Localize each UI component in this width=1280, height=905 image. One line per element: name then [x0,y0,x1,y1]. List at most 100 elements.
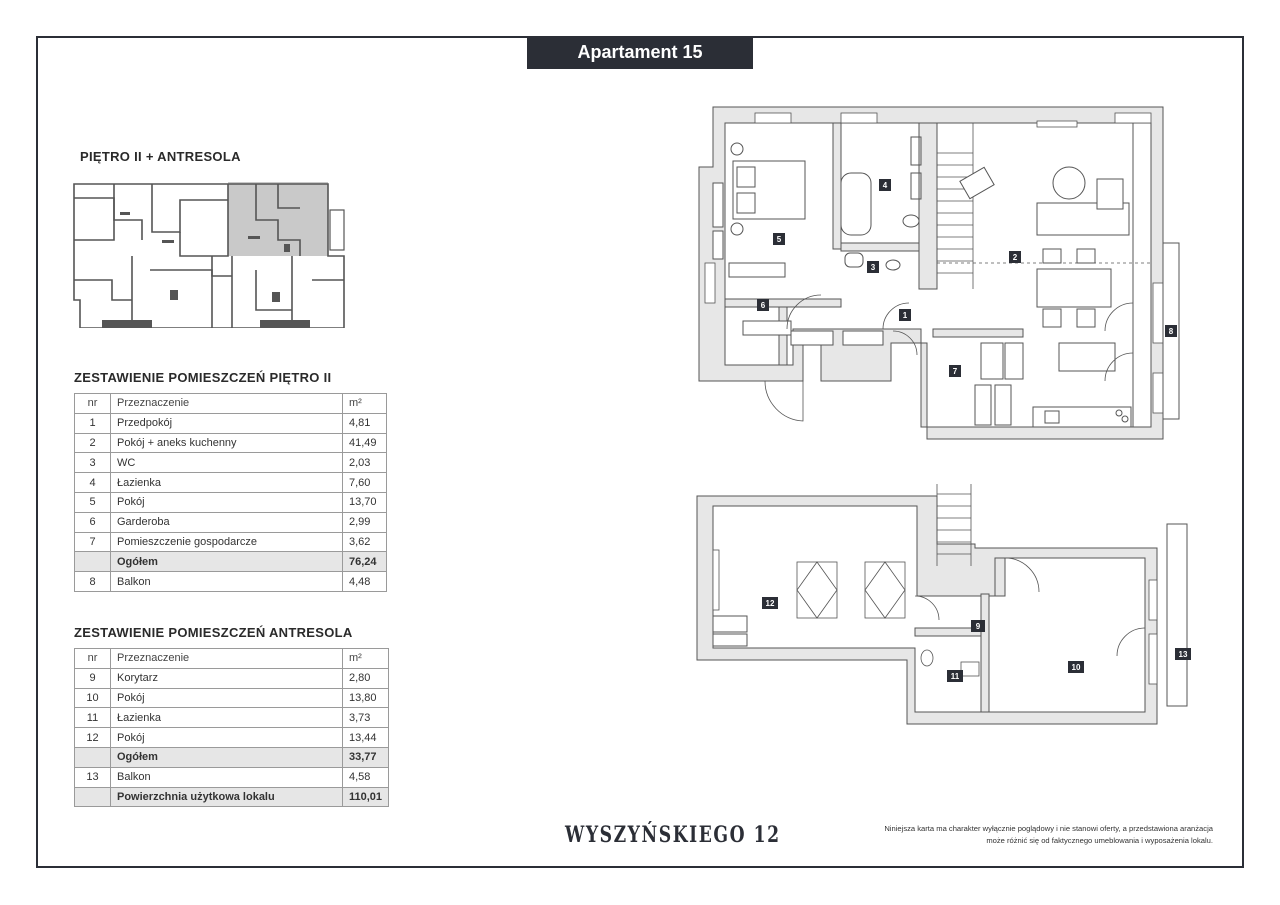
room-label-3: 3 [871,263,876,272]
table-header: nr Przeznaczenie m² [74,648,390,669]
row-area: 2,80 [341,667,390,689]
row-nr: 11 [74,707,111,729]
total-label: Ogółem [110,551,343,573]
row-name: Łazienka [110,707,343,729]
room-label-12: 12 [766,599,775,608]
room-label-9: 9 [976,622,981,631]
section-title-floor2: ZESTAWIENIE POMIESZCZEŃ PIĘTRO II [74,370,332,385]
floor-label: PIĘTRO II + ANTRESOLA [80,149,241,164]
row-name: Pokój [110,727,343,748]
row-nr: 2 [74,432,111,454]
row-nr: 5 [74,491,111,513]
row-name: Pokój [110,687,343,709]
usable-label: Powierzchnia użytkowa lokalu [110,786,343,808]
room-label-2: 2 [1013,253,1018,262]
room-label-11: 11 [951,672,960,681]
disclaimer: Niniejsza karta ma charakter wyłącznie p… [790,823,1213,847]
row-area: 2,99 [342,511,387,533]
row-name: Balkon [110,571,343,592]
row-name: Przedpokój [110,412,343,434]
row-nr: 7 [74,531,111,553]
row-area: 4,58 [341,766,390,788]
total-label: Ogółem [110,746,343,768]
row-name: Garderoba [110,511,343,533]
room-label-5: 5 [777,235,782,244]
table-header: nr Przeznaczenie m² [74,393,387,414]
row-nr: 13 [74,766,111,788]
row-name: Balkon [110,766,343,788]
total-area: 33,77 [341,746,390,768]
header-area: m² [342,393,387,414]
usable-area: 110,01 [341,786,390,808]
header-nr: nr [74,648,111,669]
disclaimer-line-2: może różnić się od faktycznego umeblowan… [986,836,1213,845]
row-name: Łazienka [110,472,343,493]
row-name: Pokój + aneks kuchenny [110,432,343,454]
row-area: 3,73 [341,707,390,729]
room-number-markers: 9 10 11 12 13 [762,597,1191,682]
room-number-markers: 1 2 3 4 5 6 7 8 [757,179,1177,377]
floor-plan-level2: 1 2 3 4 5 6 7 8 [698,106,1180,440]
row-nr: 4 [74,472,111,493]
room-label-7: 7 [953,367,958,376]
room-label-1: 1 [903,311,908,320]
row-nr: 3 [74,452,111,474]
row-name: Pomieszczenie gospodarcze [110,531,343,553]
row-nr: 10 [74,687,111,709]
header-purpose: Przeznaczenie [110,648,343,669]
row-area: 4,81 [342,412,387,434]
row-name: Korytarz [110,667,343,689]
apartment-title: Apartament 15 [527,36,753,69]
disclaimer-line-1: Niniejsza karta ma charakter wyłącznie p… [884,824,1213,833]
row-name: Pokój [110,491,343,513]
row-area: 41,49 [342,432,387,454]
row-nr: 8 [74,571,111,592]
floor-plan-mezzanine: 9 10 11 12 13 [696,484,1191,725]
row-nr: 9 [74,667,111,689]
row-nr: 1 [74,412,111,434]
row-area: 4,48 [342,571,387,592]
row-nr: 12 [74,727,111,748]
total-nr-empty [74,746,111,768]
row-nr: 6 [74,511,111,533]
row-area: 7,60 [342,472,387,493]
total-area: 76,24 [342,551,387,573]
room-label-4: 4 [883,181,888,190]
row-area: 13,70 [342,491,387,513]
row-area: 13,44 [341,727,390,748]
header-purpose: Przeznaczenie [110,393,343,414]
key-plan [72,180,352,328]
usable-nr-empty [74,786,111,808]
row-area: 2,03 [342,452,387,474]
row-name: WC [110,452,343,474]
row-area: 3,62 [342,531,387,553]
section-title-mezzanine: ZESTAWIENIE POMIESZCZEŃ ANTRESOLA [74,625,353,640]
room-label-8: 8 [1169,327,1174,336]
brand-logo: WYSZYŃSKIEGO 12 [565,822,781,848]
header-area: m² [341,648,390,669]
total-nr-empty [74,551,111,573]
room-label-10: 10 [1072,663,1081,672]
room-label-13: 13 [1179,650,1188,659]
room-label-6: 6 [761,301,766,310]
row-area: 13,80 [341,687,390,709]
header-nr: nr [74,393,111,414]
